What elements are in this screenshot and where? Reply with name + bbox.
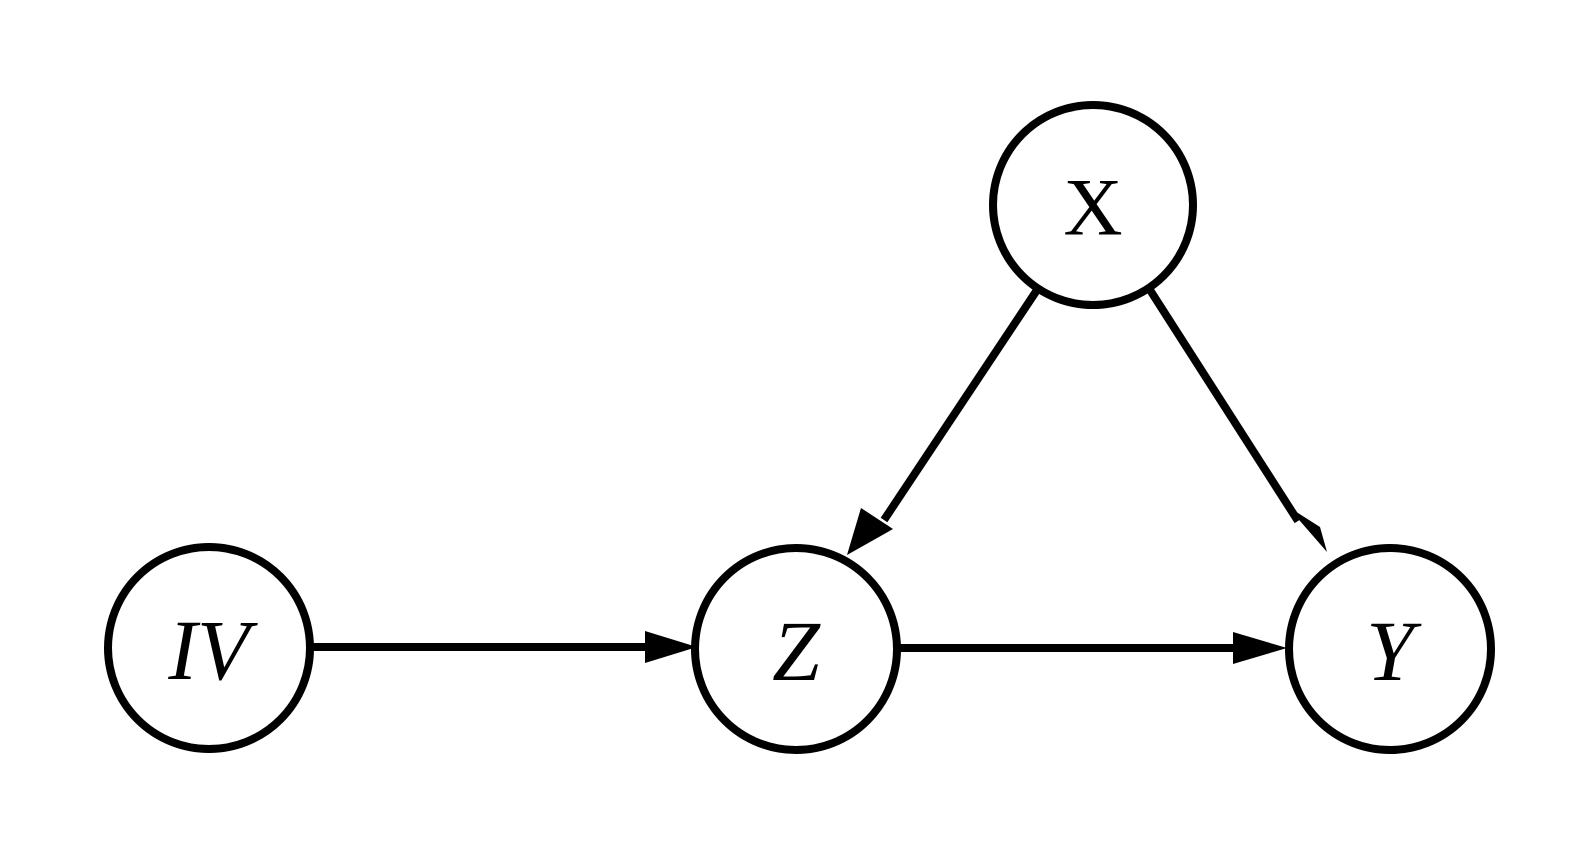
node-y-circle	[1285, 544, 1495, 754]
node-z-circle	[691, 544, 901, 754]
edge-x-to-z[interactable]	[847, 287, 1041, 555]
edge-x-to-z-shaft	[880, 287, 1041, 523]
node-y-label: Y	[1366, 603, 1422, 699]
node-x-circle	[989, 101, 1197, 309]
node-z-label: Z	[772, 603, 821, 699]
edge-x-to-y-arrowhead	[1287, 506, 1327, 552]
node-iv-label: IV	[167, 602, 258, 698]
node-x[interactable]: X	[989, 101, 1197, 309]
edge-iv-to-z-arrowhead	[645, 631, 697, 663]
node-iv-circle	[104, 543, 314, 753]
edge-x-to-z-arrowhead	[847, 508, 893, 555]
edge-z-to-y-arrowhead	[1233, 632, 1287, 664]
edge-x-to-y[interactable]	[1146, 287, 1327, 552]
edge-x-to-y-shaft	[1146, 287, 1302, 524]
node-iv[interactable]: IV	[104, 543, 314, 753]
node-y[interactable]: Y	[1285, 544, 1495, 754]
edge-iv-to-z[interactable]	[310, 631, 697, 663]
node-z[interactable]: Z	[691, 544, 901, 754]
edge-z-to-y[interactable]	[897, 632, 1287, 664]
edge-group	[310, 287, 1327, 664]
node-x-label: X	[1063, 162, 1122, 253]
node-group: IV Z Y X	[104, 101, 1495, 754]
